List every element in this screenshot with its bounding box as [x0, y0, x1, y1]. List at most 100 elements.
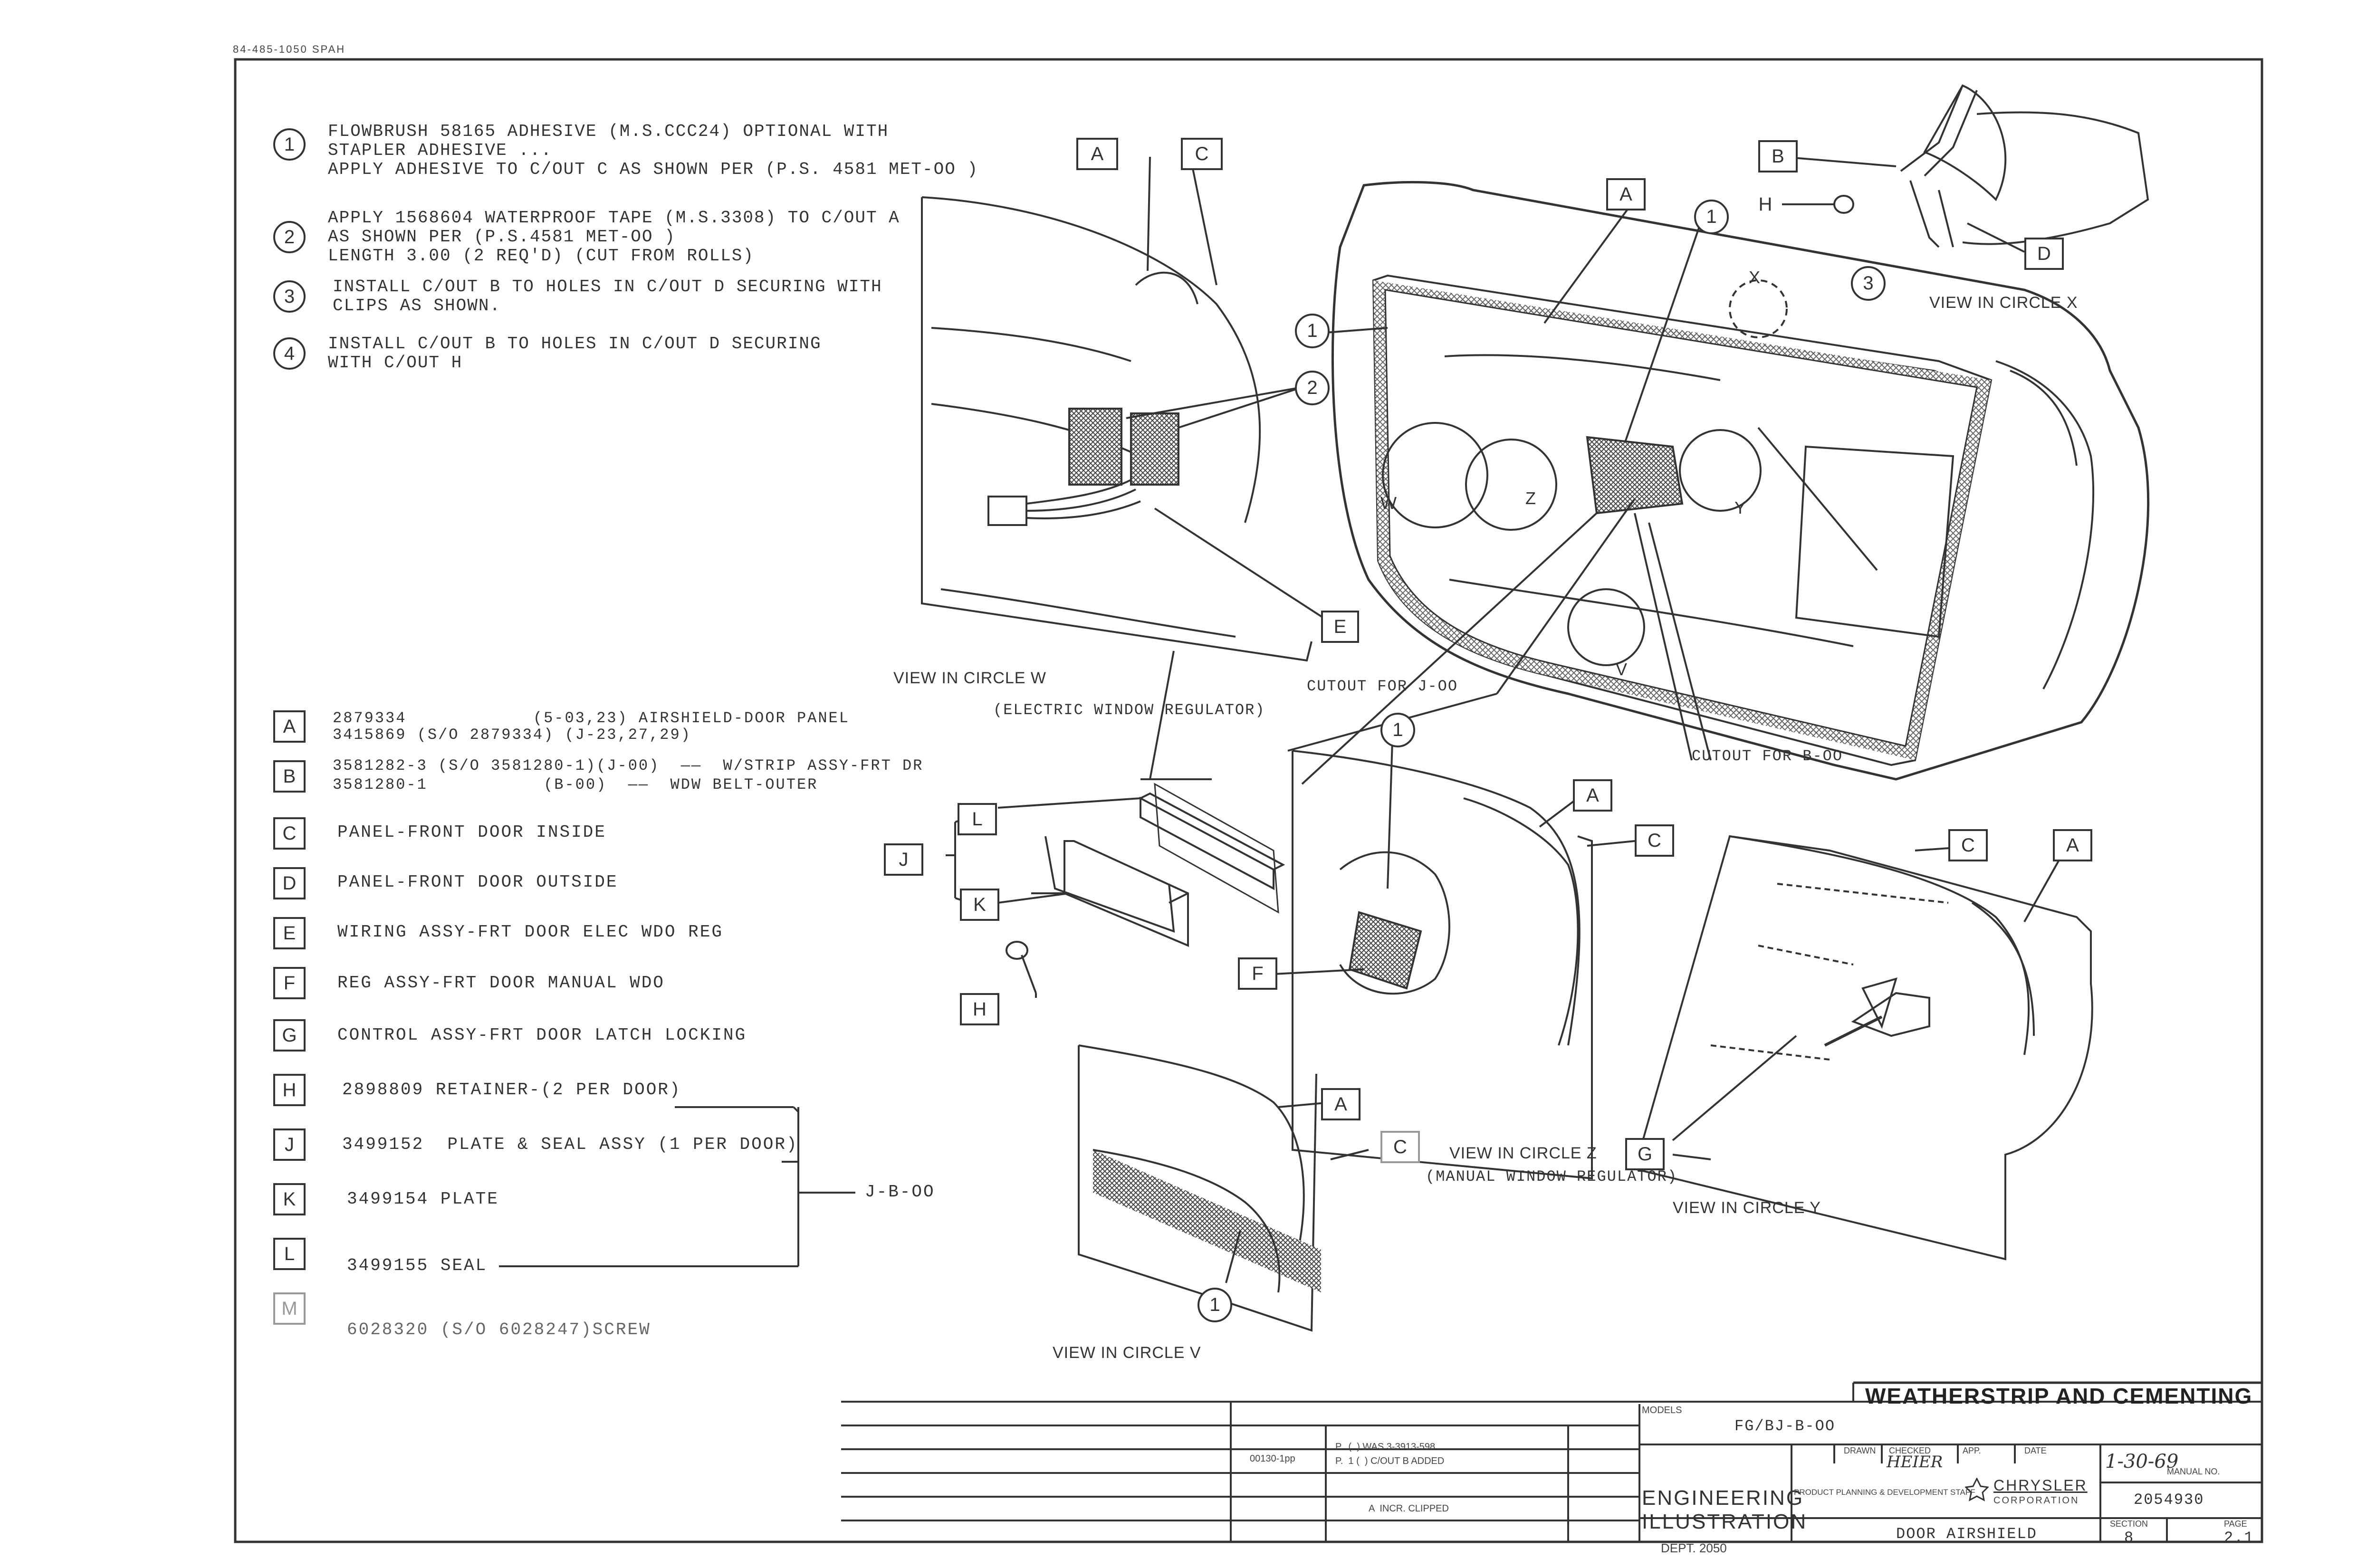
company-line-1: CHRYSLER — [1993, 1477, 2088, 1494]
circle-letter-v: V — [1616, 660, 1628, 679]
dept-line-1: ENGINEERING — [1642, 1486, 1804, 1510]
note-2-line-2: AS SHOWN PER (P.S.4581 MET-OO ) — [328, 227, 676, 247]
legend-key-b: B — [273, 760, 306, 793]
legend-a-line-1: 2879334 (5-03,23) AIRSHIELD-DOOR PANEL — [333, 709, 850, 727]
checked-signature: HEIER — [1887, 1453, 1943, 1472]
circle-letter-z: Z — [1525, 488, 1536, 508]
drawn-label: DRAWN — [1844, 1446, 1876, 1455]
legend-key-j: J — [273, 1128, 306, 1161]
manual-label: MANUAL NO. — [2167, 1467, 2220, 1476]
pentastar-logo-icon — [1964, 1477, 1990, 1501]
legend-b-line-1: 3581282-3 (S/O 3581280-1)(J-00) —— W/STR… — [333, 757, 924, 774]
legend-key-d: D — [273, 867, 306, 899]
note-2-number: 2 — [273, 221, 306, 253]
page-label: PAGE — [2224, 1519, 2247, 1529]
legend-l-line-1: 3499155 SEAL — [347, 1256, 488, 1275]
legend-c-line-1: PANEL-FRONT DOOR INSIDE — [337, 822, 606, 842]
form-code: 84-485-1050 SPAH — [233, 43, 346, 55]
callout-note-1-door-b: 1 — [1694, 200, 1729, 234]
note-1-line-3: APPLY ADHESIVE TO C/OUT C AS SHOWN PER (… — [328, 160, 979, 179]
legend-e-line-1: WIRING ASSY-FRT DOOR ELEC WDO REG — [337, 922, 723, 942]
callout-note-1-view-z: 1 — [1380, 713, 1415, 747]
callout-c-view-v: C — [1380, 1131, 1420, 1163]
callout-c-view-y: C — [1948, 829, 1988, 861]
view-circle-z-sub: (MANUAL WINDOW REGULATOR) — [1426, 1168, 1678, 1186]
callout-note-2: 2 — [1295, 371, 1330, 405]
callout-f: F — [1238, 957, 1277, 990]
view-circle-w-label: VIEW IN CIRCLE W — [893, 669, 1047, 687]
legend-key-f: F — [273, 967, 306, 999]
legend-key-l: L — [273, 1238, 306, 1270]
legend-group-label: J-B-OO — [865, 1182, 935, 1202]
legend-k-line-1: 3499154 PLATE — [347, 1189, 499, 1209]
cutout-b-label: CUTOUT FOR B-OO — [1692, 747, 1843, 765]
app-label: APP. — [1963, 1446, 1981, 1455]
note-1-line-2: STAPLER ADHESIVE ... — [328, 141, 564, 160]
callout-a-view-v: A — [1321, 1088, 1360, 1120]
legend-key-m: M — [273, 1292, 306, 1325]
revision-2-text: P. 1 ( ) C/OUT B ADDED — [1335, 1456, 1445, 1466]
note-2-line-3: LENGTH 3.00 (2 REQ'D) (CUT FROM ROLLS) — [328, 246, 754, 266]
note-2-line-1: APPLY 1568604 WATERPROOF TAPE (M.S.3308)… — [328, 208, 900, 228]
part-name: DOOR AIRSHIELD — [1896, 1525, 2037, 1543]
view-circle-y-label: VIEW IN CIRCLE Y — [1673, 1199, 1821, 1217]
callout-l: L — [958, 803, 997, 835]
legend-key-k: K — [273, 1183, 306, 1215]
date-value: 1-30-69 — [2105, 1451, 2179, 1472]
models-value: FG/BJ-B-OO — [1734, 1417, 1836, 1435]
note-4-number: 4 — [273, 337, 306, 370]
note-3-number: 3 — [273, 280, 306, 313]
callout-d-view-x: D — [2024, 238, 2064, 270]
revision-1-code: 00130-1pp — [1250, 1453, 1295, 1464]
section-label: SECTION — [2110, 1519, 2148, 1529]
legend-h-line-1: 2898809 RETAINER-(2 PER DOOR) — [342, 1080, 681, 1100]
sheet-border — [234, 58, 2263, 1543]
models-label: MODELS — [1642, 1405, 1682, 1415]
view-circle-v-label: VIEW IN CIRCLE V — [1053, 1344, 1201, 1362]
view-circle-x-label: VIEW IN CIRCLE X — [1929, 294, 2078, 312]
note-1-number: 1 — [273, 128, 306, 161]
legend-d-line-1: PANEL-FRONT DOOR OUTSIDE — [337, 872, 618, 892]
legend-key-a: A — [273, 710, 306, 743]
callout-a-view-z: A — [1573, 779, 1612, 812]
note-3-line-1: INSTALL C/OUT B TO HOLES IN C/OUT D SECU… — [333, 277, 882, 296]
legend-f-line-1: REG ASSY-FRT DOOR MANUAL WDO — [337, 973, 665, 993]
dept-number: DEPT. 2050 — [1661, 1541, 1727, 1555]
callout-a-view-y: A — [2053, 829, 2092, 861]
callout-note-1-view-v: 1 — [1198, 1288, 1232, 1322]
revision-1-text: P. ( ) WAS 3-3913-598 — [1335, 1442, 1436, 1452]
note-3-line-2: CLIPS AS SHOWN. — [333, 296, 501, 316]
callout-a-door: A — [1606, 178, 1646, 210]
callout-c-view-z: C — [1635, 824, 1674, 857]
cutout-j-label: CUTOUT FOR J-OO — [1307, 678, 1458, 695]
revision-3-text: A INCR. CLIPPED — [1369, 1503, 1449, 1514]
legend-key-c: C — [273, 817, 306, 850]
legend-a-line-2: 3415869 (S/O 2879334) (J-23,27,29) — [333, 726, 691, 744]
callout-note-1-door: 1 — [1295, 314, 1330, 348]
callout-e: E — [1321, 611, 1359, 643]
view-circle-w-sub: (ELECTRIC WINDOW REGULATOR) — [993, 701, 1265, 719]
manual-value: 2054930 — [2134, 1491, 2204, 1509]
section-value: 8 — [2124, 1529, 2135, 1547]
circle-letter-x: X — [1749, 268, 1761, 287]
page-value: 2.1 — [2224, 1529, 2254, 1547]
callout-a-view-w: A — [1076, 138, 1118, 170]
legend-key-h: H — [273, 1074, 306, 1106]
view-circle-z-label: VIEW IN CIRCLE Z — [1449, 1144, 1597, 1162]
callout-k: K — [960, 889, 999, 921]
dept-line-2: ILLUSTRATION — [1642, 1510, 1808, 1533]
checked-label: CHECKED — [1889, 1446, 1931, 1455]
callout-b-view-x: B — [1758, 140, 1798, 172]
callout-note-3: 3 — [1851, 266, 1886, 301]
callout-h: H — [960, 993, 999, 1025]
drawing-title: WEATHERSTRIP AND CEMENTING — [1865, 1384, 2253, 1408]
note-1-line-1: FLOWBRUSH 58165 ADHESIVE (M.S.CCC24) OPT… — [328, 122, 889, 141]
note-4-line-2: WITH C/OUT H — [328, 353, 463, 373]
legend-m-line-1: 6028320 (S/O 6028247)SCREW — [347, 1320, 651, 1339]
callout-j: J — [884, 843, 923, 876]
callout-g: G — [1625, 1138, 1665, 1170]
legend-j-line-1: 3499152 PLATE & SEAL ASSY (1 PER DOOR) — [342, 1135, 798, 1154]
legend-g-line-1: CONTROL ASSY-FRT DOOR LATCH LOCKING — [337, 1025, 747, 1045]
